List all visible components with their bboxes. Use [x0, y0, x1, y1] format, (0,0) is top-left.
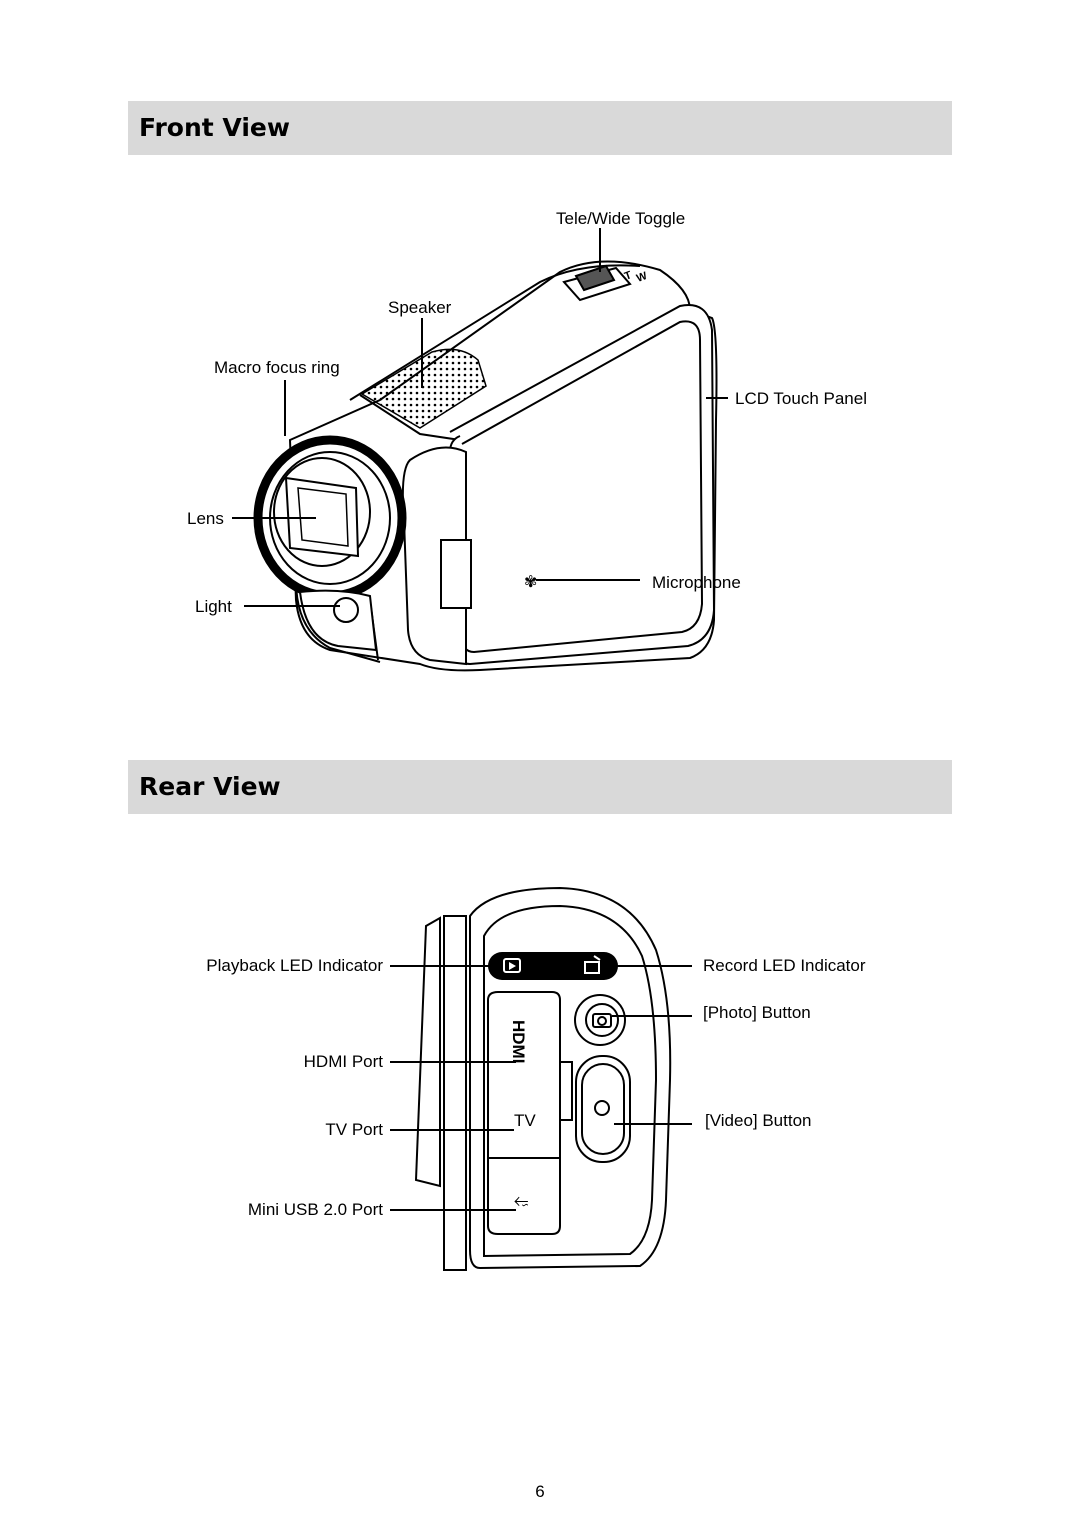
svg-text:W: W	[635, 270, 649, 285]
svg-text:T: T	[623, 269, 634, 283]
svg-text:✾: ✾	[524, 572, 537, 591]
tele-wide-toggle-label: Tele/Wide Toggle	[556, 209, 686, 228]
mini-usb-port-label: Mini USB 2.0 Port	[247, 1200, 383, 1219]
front-view-title: Front View	[139, 113, 290, 142]
rear-view-title: Rear View	[139, 772, 281, 801]
front-view-header: Front View	[128, 101, 952, 155]
usb-icon: ⭋	[514, 1190, 528, 1211]
macro-focus-ring-label: Macro focus ring	[214, 358, 340, 377]
front-view-camera-illustration: T W ✾	[232, 228, 728, 672]
record-led-indicator-label: Record LED Indicator	[703, 956, 866, 975]
speaker-label: Speaker	[388, 298, 452, 317]
hdmi-marking: HDMI	[509, 1020, 528, 1063]
playback-led-indicator-label: Playback LED Indicator	[206, 956, 383, 975]
video-button-label: [Video] Button	[705, 1111, 812, 1130]
tv-marking: TV	[514, 1111, 536, 1130]
photo-button-label: [Photo] Button	[703, 1003, 811, 1022]
rear-view-header: Rear View	[128, 760, 952, 814]
lens-label: Lens	[187, 509, 224, 528]
tv-port-label: TV Port	[325, 1120, 383, 1139]
hdmi-port-label: HDMI Port	[303, 1052, 383, 1071]
light-label: Light	[195, 597, 232, 616]
page-number: 6	[535, 1482, 545, 1501]
microphone-label: Microphone	[652, 573, 741, 592]
lcd-touch-panel-label: LCD Touch Panel	[735, 389, 867, 408]
